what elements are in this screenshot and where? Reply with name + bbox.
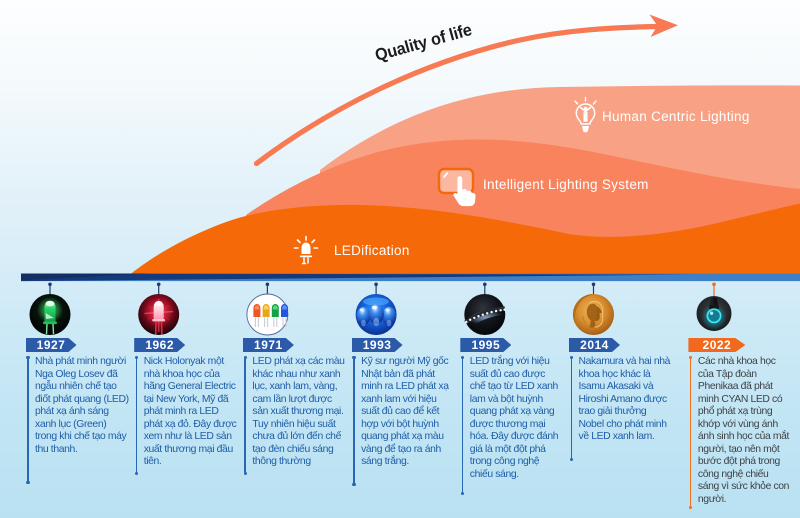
quality-arrow-curve xyxy=(253,23,660,167)
entry-description: Nick Holonyak một nhà khoa học của hãng … xyxy=(143,356,237,468)
timeline-entry-1993: Kỹ sư người Mỹ gốc Nhật bản đã phát minh… xyxy=(352,356,456,486)
year-flag-2014: 2014 xyxy=(569,338,620,352)
ledification-label: LEDification xyxy=(334,243,410,258)
wave-ledification xyxy=(130,203,800,278)
entry-description: LED phát xạ các màu khác nhau như xanh l… xyxy=(252,356,345,468)
entry-connector-line xyxy=(352,356,356,486)
marker-1995-led-strip xyxy=(463,294,506,335)
timeline-bar-shadow xyxy=(21,273,150,281)
human-centric-label: Human Centric Lighting xyxy=(602,109,750,124)
timeline-entry-1927: Nhà phát minh người Nga Oleg Losev đã ng… xyxy=(26,356,130,484)
marker-1927-green-led xyxy=(29,294,71,335)
entry-connector-line xyxy=(26,356,29,484)
timeline-entry-2014: Nakamura và hai nhà khoa học khác là Isa… xyxy=(569,356,673,462)
timeline-entry-1995: LED trắng với hiệu suất đủ cao được chế … xyxy=(460,356,560,495)
quality-arrow-head xyxy=(649,14,678,37)
entry-connector-line xyxy=(461,356,464,495)
entry-description: Nhà phát minh người Nga Oleg Losev đã ng… xyxy=(35,356,129,455)
timeline-entry-1962: Nick Holonyak một nhà khoa học của hãng … xyxy=(134,356,238,475)
year-flag-1993: 1993 xyxy=(351,338,403,352)
entry-connector-line xyxy=(689,356,692,509)
touch-panel-icon xyxy=(436,166,480,208)
timeline-bar-navy-wedge xyxy=(21,273,692,282)
intelligent-lighting-label: Intelligent Lighting System xyxy=(483,177,649,192)
year-flag-1927: 1927 xyxy=(25,338,77,352)
entry-description: Kỹ sư người Mỹ gốc Nhật bản đã phát minh… xyxy=(361,356,449,468)
marker-1993-blue-led-cluster xyxy=(355,294,397,335)
entry-description: Nakamura và hai nhà khoa học khác là Isa… xyxy=(578,356,671,443)
marker-1971-multicolor-leds xyxy=(246,293,289,336)
timeline-entry-2022: Các nhà khoa học của Tập đoàn Phenikaa đ… xyxy=(688,356,791,509)
bulb-person-icon xyxy=(568,96,604,136)
entry-connector-line xyxy=(134,356,138,475)
entry-connector-line xyxy=(243,356,247,475)
marker-2022-cyan-led xyxy=(696,296,732,331)
year-flag-1971: 1971 xyxy=(242,338,294,352)
entry-description: LED trắng với hiệu suất đủ cao được chế … xyxy=(469,356,559,480)
marker-stem-dots xyxy=(48,282,716,287)
led-lamp-icon xyxy=(292,235,324,267)
year-flag-2022: 2022 xyxy=(688,338,746,352)
entry-description: Các nhà khoa học của Tập đoàn Phenikaa đ… xyxy=(697,356,790,506)
entry-connector-line xyxy=(569,356,573,462)
marker-2014-nobel-medal xyxy=(572,293,614,335)
marker-1962-red-led xyxy=(138,294,180,335)
timeline-entry-1971: LED phát xạ các màu khác nhau như xanh l… xyxy=(243,356,347,475)
year-flag-1995: 1995 xyxy=(460,338,512,352)
year-flag-1962: 1962 xyxy=(134,338,186,352)
